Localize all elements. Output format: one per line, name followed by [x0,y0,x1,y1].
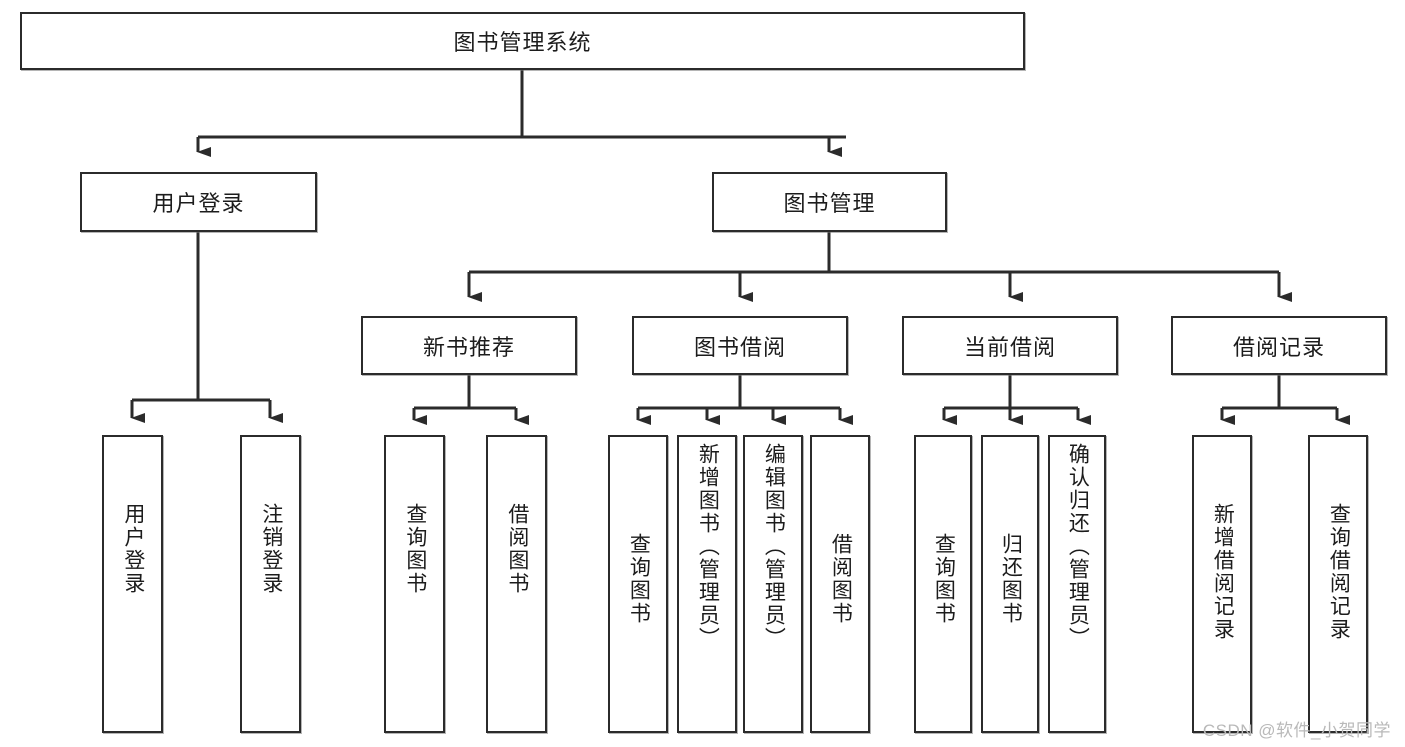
leaf-label: 借阅图书 [505,503,529,595]
node-book-borrow[interactable]: 图书借阅 [632,316,848,375]
leaf-edit-book[interactable]: 编辑图书（管理员） [743,435,803,733]
node-current-borrow[interactable]: 当前借阅 [902,316,1118,375]
node-new-book-recommend[interactable]: 新书推荐 [361,316,577,375]
leaf-label: 查询图书 [403,503,427,595]
leaf-query-book-1[interactable]: 查询图书 [384,435,445,733]
node-label: 图书借阅 [693,334,786,360]
leaf-label: 确认归还（管理员） [1066,443,1090,650]
node-label: 借阅记录 [1232,334,1325,360]
leaf-label: 借阅图书 [829,533,853,625]
watermark: CSDN @软件_小贺同学 [1202,721,1391,740]
leaf-borrow-book-2[interactable]: 借阅图书 [810,435,870,733]
leaf-label: 编辑图书（管理员） [762,443,786,650]
node-label: 新书推荐 [422,334,515,360]
node-book-management[interactable]: 图书管理 [712,172,947,232]
leaf-label: 用户登录 [121,503,145,595]
node-label: 当前借阅 [963,334,1056,360]
leaf-label: 查询借阅记录 [1327,503,1351,641]
leaf-label: 查询图书 [627,533,651,625]
leaf-label: 归还图书 [999,533,1023,625]
leaf-label: 查询图书 [932,533,956,625]
node-label: 用户登录 [152,191,245,216]
leaf-query-record[interactable]: 查询借阅记录 [1308,435,1368,733]
node-user-login[interactable]: 用户登录 [80,172,317,232]
leaf-logout-login[interactable]: 注销登录 [240,435,301,733]
leaf-query-book-2[interactable]: 查询图书 [608,435,668,733]
leaf-label: 注销登录 [259,503,283,595]
node-label: 图书管理系统 [453,30,592,55]
node-book-management-system[interactable]: 图书管理系统 [20,12,1025,70]
leaf-query-book-3[interactable]: 查询图书 [914,435,972,733]
leaf-label: 新增借阅记录 [1211,503,1235,641]
node-borrow-record[interactable]: 借阅记录 [1171,316,1387,375]
leaf-label: 新增图书（管理员） [696,443,720,650]
leaf-add-book[interactable]: 新增图书（管理员） [677,435,737,733]
leaf-user-login[interactable]: 用户登录 [102,435,163,733]
leaf-return-book[interactable]: 归还图书 [981,435,1039,733]
leaf-borrow-book-1[interactable]: 借阅图书 [486,435,547,733]
leaf-confirm-return[interactable]: 确认归还（管理员） [1048,435,1106,733]
node-label: 图书管理 [783,191,876,216]
leaf-add-record[interactable]: 新增借阅记录 [1192,435,1252,733]
